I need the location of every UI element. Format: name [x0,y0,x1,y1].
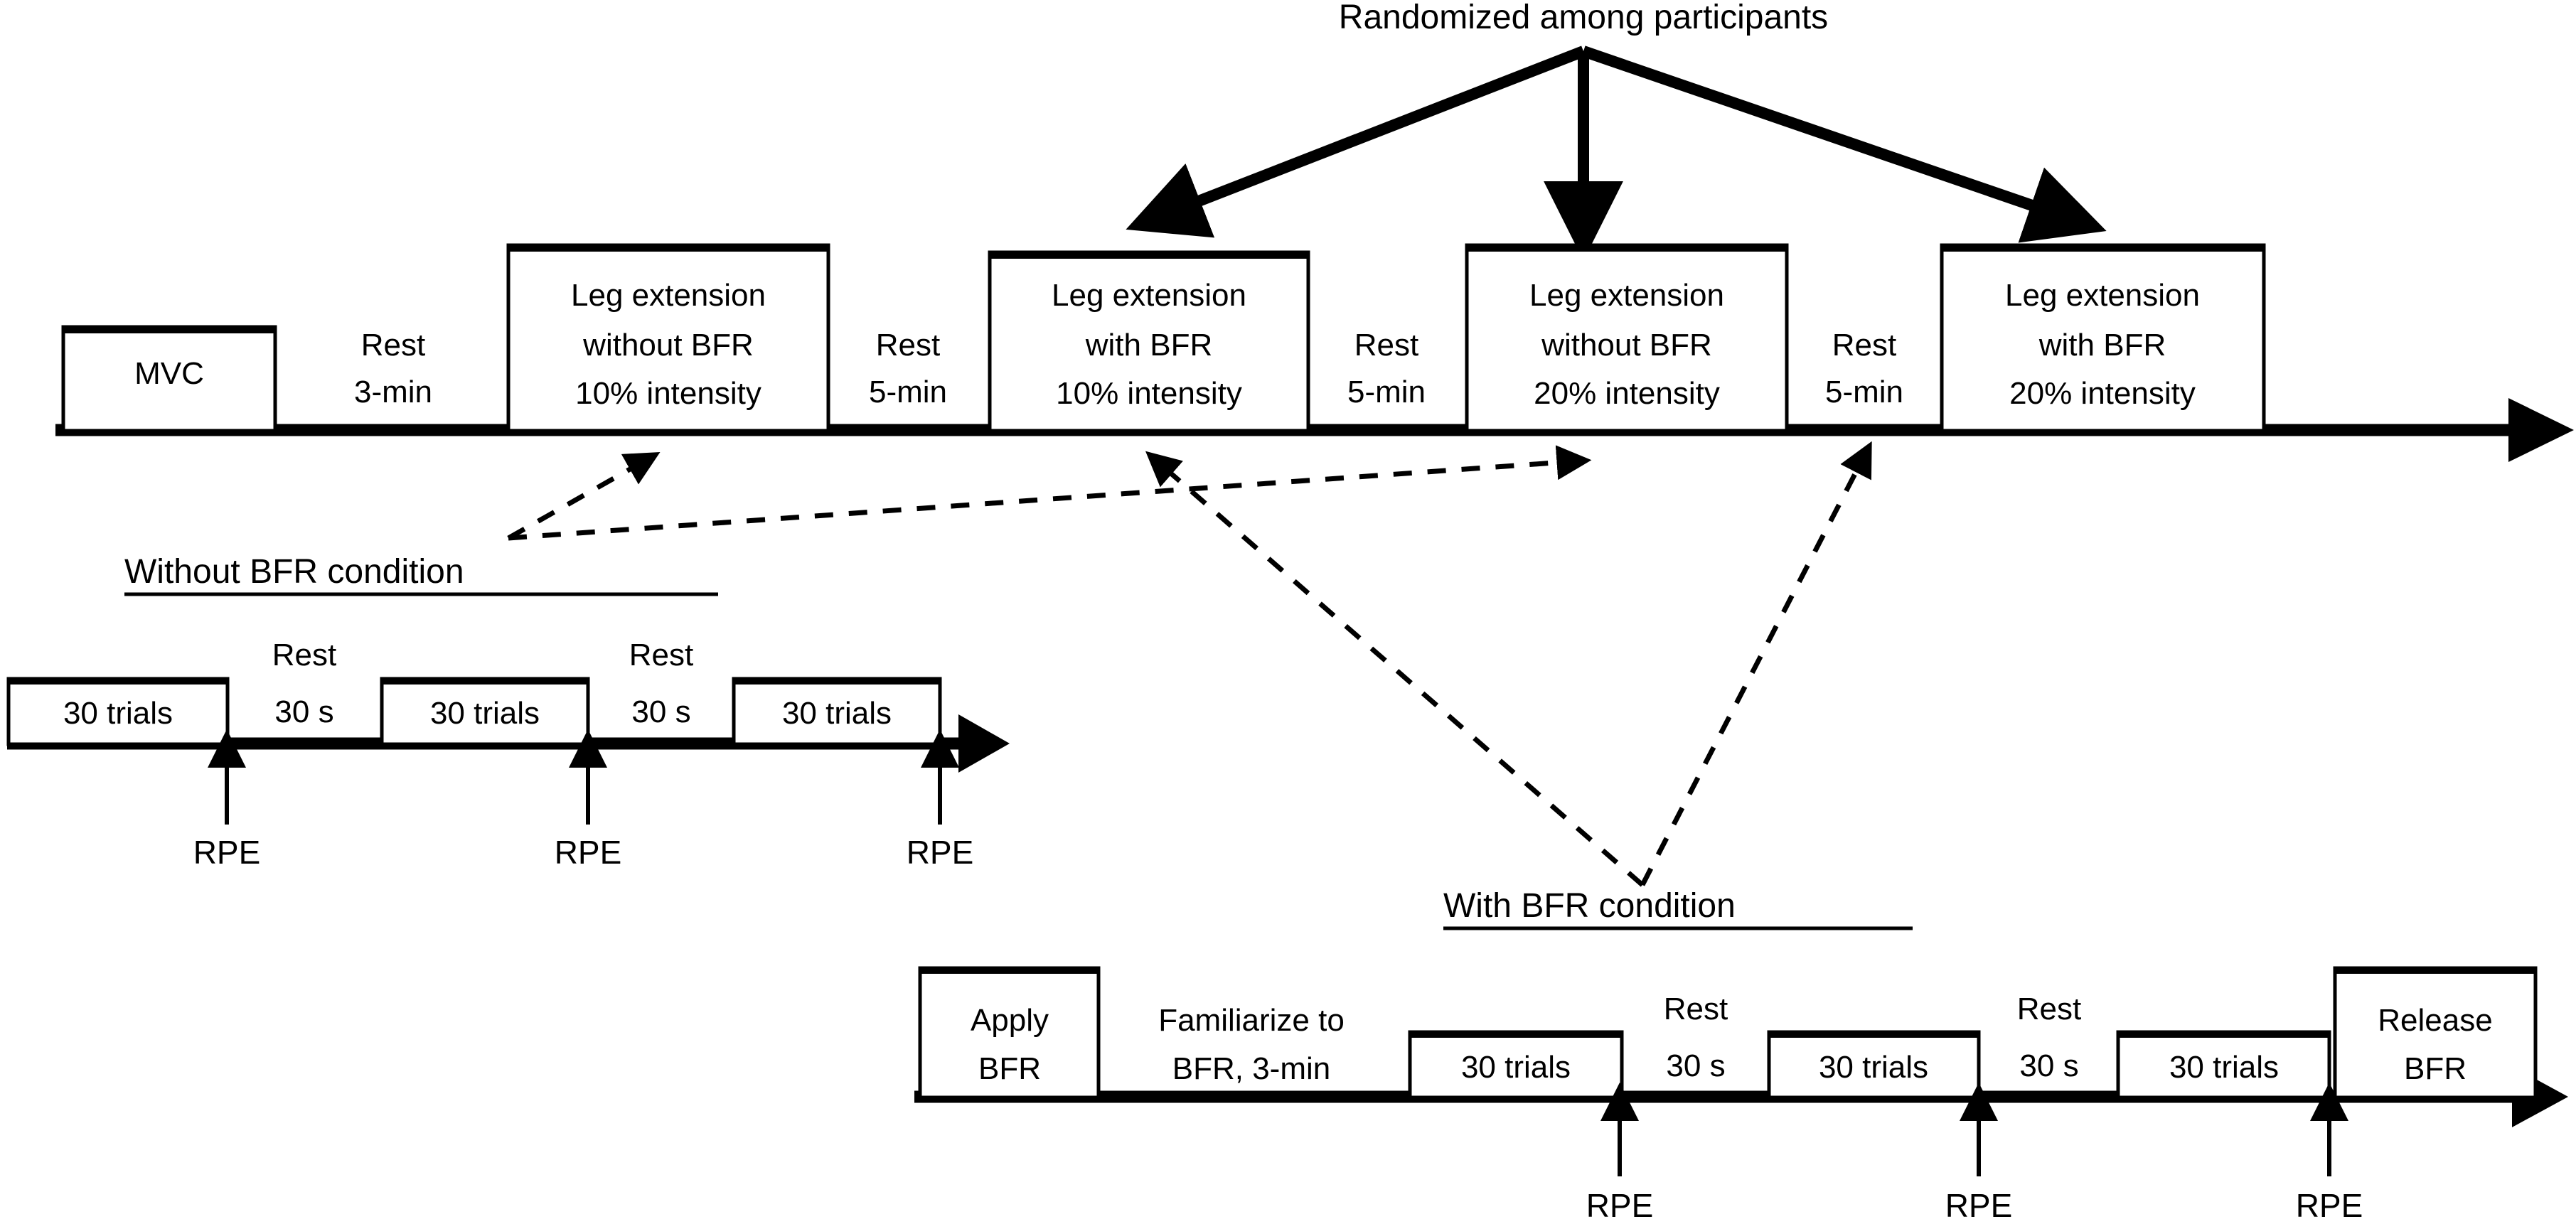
without-bfr-rpe-1-label: RPE [193,834,261,871]
main-block-legext2-line-1: with BFR [1085,328,1212,363]
with-bfr-block-trials1-line-0: 30 trials [1461,1050,1571,1085]
with-bfr-rpe-2: RPE [1945,1083,2013,1224]
with-bfr-heading-group: With BFR condition [1443,887,1913,930]
without-bfr-block-trials1: 30 trials [6,677,230,746]
with-bfr-block-apply-line-0: Apply [971,1003,1049,1038]
without-bfr-rpe-3-label: RPE [907,834,974,871]
with-bfr-block-apply-line-1: BFR [978,1051,1041,1086]
main-block-rest2-line-1: 5-min [869,375,947,409]
main-block-rest2: Rest 5-min [869,328,947,409]
with-bfr-connector [1145,441,1872,887]
main-block-legext4-line-2: 20% intensity [2009,376,2196,411]
without-bfr-block-rest1: Rest 30 s [272,638,336,729]
main-block-legext2: Leg extension with BFR 10% intensity [988,250,1310,433]
with-bfr-rpe-2-label: RPE [1945,1187,2013,1224]
without-bfr-connector [507,445,1592,541]
with-bfr-connector-to-legext2 [1145,451,1645,887]
main-block-legext3: Leg extension without BFR 20% intensity [1465,243,1789,433]
with-bfr-block-rest2: Rest 30 s [2017,992,2081,1083]
without-bfr-heading-group: Without BFR condition [124,553,718,596]
with-bfr-block-rest1-line-1: 30 s [1666,1048,1725,1083]
main-block-legext1: Leg extension without BFR 10% intensity [506,243,830,433]
main-block-rest1-line-0: Rest [361,328,425,363]
main-block-rest1: Rest 3-min [354,328,432,409]
without-bfr-block-trials3: 30 trials [732,677,942,746]
with-bfr-rpe-3-label: RPE [2296,1187,2363,1224]
with-bfr-rpe-1: RPE [1586,1083,1654,1224]
main-block-rest4-line-0: Rest [1832,328,1896,363]
with-bfr-heading: With BFR condition [1443,887,1736,925]
with-bfr-block-trials2-line-0: 30 trials [1819,1050,1928,1085]
without-bfr-connector-to-legext3 [508,445,1592,541]
main-block-rest1-line-1: 3-min [354,375,432,409]
with-bfr-block-rest1: Rest 30 s [1664,992,1728,1083]
with-bfr-block-familiarize: Familiarize to BFR, 3-min [1158,1003,1345,1086]
without-bfr-block-trials2-line-0: 30 trials [430,696,540,731]
with-bfr-rpe-3: RPE [2296,1083,2363,1224]
main-block-legext3-line-1: without BFR [1541,328,1712,363]
main-block-legext2-line-2: 10% intensity [1056,376,1242,411]
main-block-legext3-line-0: Leg extension [1529,278,1724,313]
without-bfr-block-rest1-line-1: 30 s [274,694,333,729]
with-bfr-block-release-line-0: Release [2378,1003,2492,1038]
with-bfr-block-trials2: 30 trials [1767,1030,1981,1100]
without-bfr-block-rest1-line-0: Rest [272,638,336,672]
with-bfr-block-trials3-line-0: 30 trials [2169,1050,2279,1085]
with-bfr-block-rest2-line-0: Rest [2017,992,2081,1026]
randomization-arrow-left [1126,45,1586,238]
main-block-legext4: Leg extension with BFR 20% intensity [1940,243,2266,433]
main-block-legext1-line-1: without BFR [582,328,754,363]
randomization-arrow-right [1581,45,2107,243]
without-bfr-block-rest2: Rest 30 s [629,638,693,729]
without-bfr-rpe-3: RPE [907,729,974,871]
without-bfr-rpe-2: RPE [555,729,622,871]
with-bfr-block-trials1: 30 trials [1408,1030,1624,1100]
without-bfr-axis-arrowhead [958,714,1010,773]
randomization-title: Randomized among participants [1339,0,1828,36]
with-bfr-connector-to-legext4 [1640,441,1872,886]
without-bfr-block-trials2: 30 trials [380,677,590,746]
main-block-rest4: Rest 5-min [1825,328,1903,409]
without-bfr-rpe-1: RPE [193,729,261,871]
with-bfr-block-apply: Apply BFR [918,966,1101,1100]
main-block-rest2-line-0: Rest [876,328,940,363]
without-bfr-block-rest2-line-0: Rest [629,638,693,672]
main-block-mvc-line-0: MVC [134,356,204,391]
main-block-legext4-line-0: Leg extension [2005,278,2200,313]
with-bfr-block-release-line-1: BFR [2404,1051,2467,1086]
with-bfr-block-familiarize-line-1: BFR, 3-min [1172,1051,1330,1086]
with-bfr-block-rest2-line-1: 30 s [2019,1048,2078,1083]
main-block-rest4-line-1: 5-min [1825,375,1903,409]
without-bfr-connector-to-legext1 [507,452,661,541]
main-block-legext3-line-2: 20% intensity [1534,376,1720,411]
without-bfr-block-trials3-line-0: 30 trials [782,696,892,731]
with-bfr-block-trials3: 30 trials [2116,1030,2331,1100]
randomization-arrows [1126,45,2107,261]
without-bfr-heading: Without BFR condition [124,553,464,591]
main-block-legext2-line-0: Leg extension [1052,278,1246,313]
main-block-legext1-line-2: 10% intensity [575,376,761,411]
main-block-rest3: Rest 5-min [1347,328,1426,409]
main-block-legext1-line-0: Leg extension [571,278,766,313]
with-bfr-block-rest1-line-0: Rest [1664,992,1728,1026]
with-bfr-rpe-1-label: RPE [1586,1187,1654,1224]
main-block-mvc: MVC [61,325,277,433]
without-bfr-rpe-2-label: RPE [555,834,622,871]
main-block-legext4-line-1: with BFR [2038,328,2166,363]
main-block-rest3-line-0: Rest [1354,328,1418,363]
with-bfr-block-release: Release BFR [2333,966,2538,1100]
with-bfr-block-familiarize-line-0: Familiarize to [1158,1003,1345,1038]
without-bfr-block-trials1-line-0: 30 trials [63,696,173,731]
main-block-rest3-line-1: 5-min [1347,375,1426,409]
main-timeline-arrowhead [2508,398,2574,462]
without-bfr-block-rest2-line-1: 30 s [631,694,690,729]
